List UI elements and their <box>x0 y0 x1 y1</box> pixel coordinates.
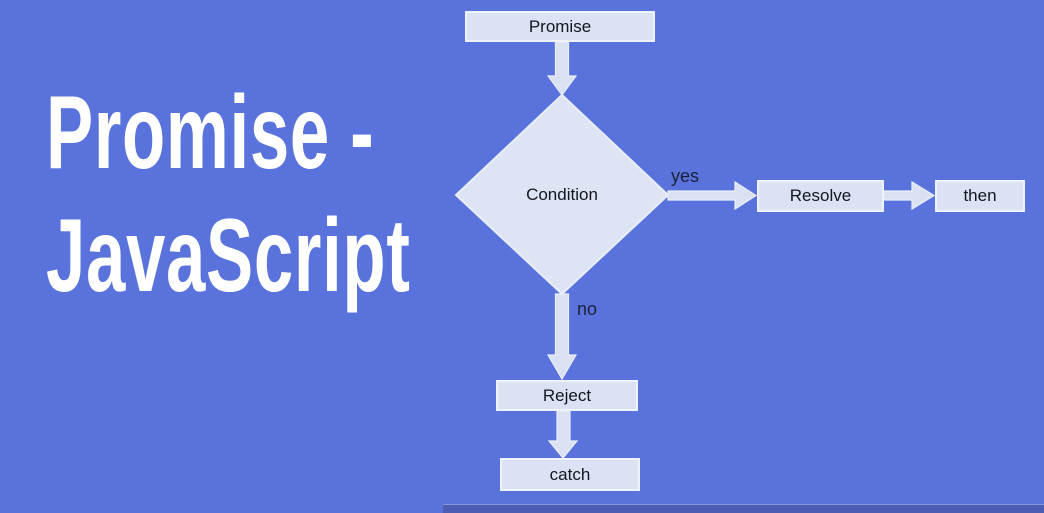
node-catch: catch <box>500 458 640 491</box>
node-reject: Reject <box>496 380 638 411</box>
node-promise: Promise <box>465 11 655 42</box>
page-title-line2: JavaScript <box>46 197 411 314</box>
node-condition: Condition <box>492 185 632 205</box>
node-resolve-label: Resolve <box>789 186 852 205</box>
node-reject-label: Reject <box>542 385 592 405</box>
node-resolve: Resolve <box>757 180 884 212</box>
arrow-resolve-to-then <box>883 180 936 211</box>
edge-label-no: no <box>577 299 598 319</box>
page-title: Promise - JavaScript <box>46 72 411 317</box>
arrow-condition-to-reject <box>546 293 578 381</box>
node-then: then <box>935 180 1025 212</box>
node-condition-label: Condition <box>526 185 598 204</box>
edge-label-yes: yes <box>671 166 700 186</box>
node-catch-label: catch <box>549 464 591 484</box>
node-then-label: then <box>963 186 997 205</box>
node-promise-label: Promise <box>528 16 592 36</box>
slide-bottom-bar <box>443 504 1044 513</box>
arrow-reject-to-catch <box>547 410 579 459</box>
page-title-line1: Promise - <box>46 75 375 191</box>
arrow-promise-to-condition <box>546 41 578 97</box>
